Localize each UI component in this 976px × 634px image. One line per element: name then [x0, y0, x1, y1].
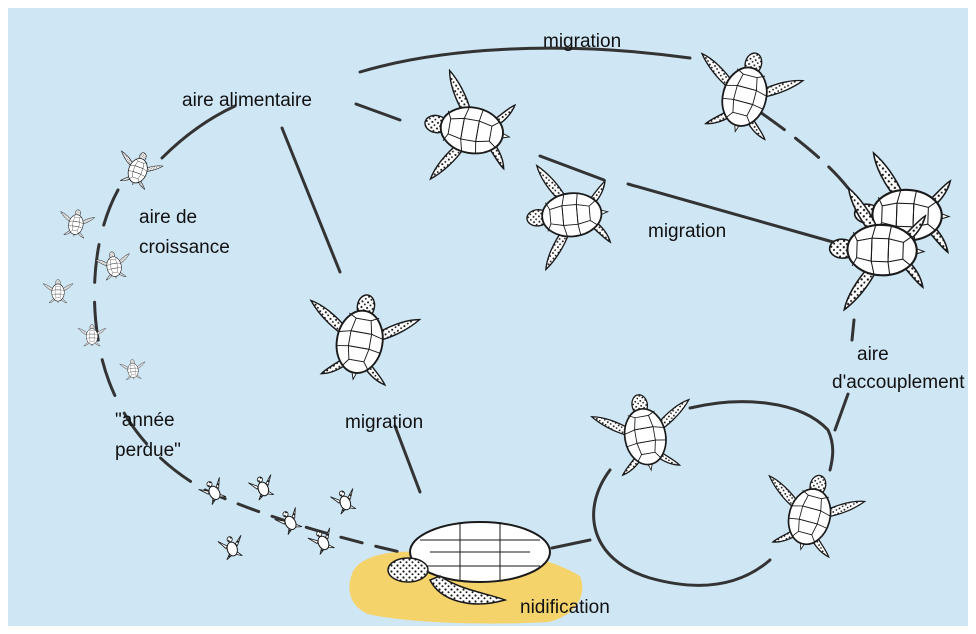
nesting-label: nidification	[520, 597, 610, 618]
lost-year-label-line2: perdue"	[115, 440, 181, 461]
growth-area-label-line1: aire de	[139, 207, 197, 228]
migration-label-top: migration	[543, 31, 621, 52]
lost-year-label-line1: "année	[115, 410, 175, 431]
migration-label-left: migration	[345, 412, 423, 433]
migration-label-middle: migration	[648, 221, 726, 242]
feeding-area-label: aire alimentaire	[182, 90, 312, 111]
mating-area-label-line1: aire	[857, 344, 889, 365]
growth-area-label-line2: croissance	[139, 237, 230, 258]
mating-area-label-line2: d'accouplement	[832, 372, 965, 393]
